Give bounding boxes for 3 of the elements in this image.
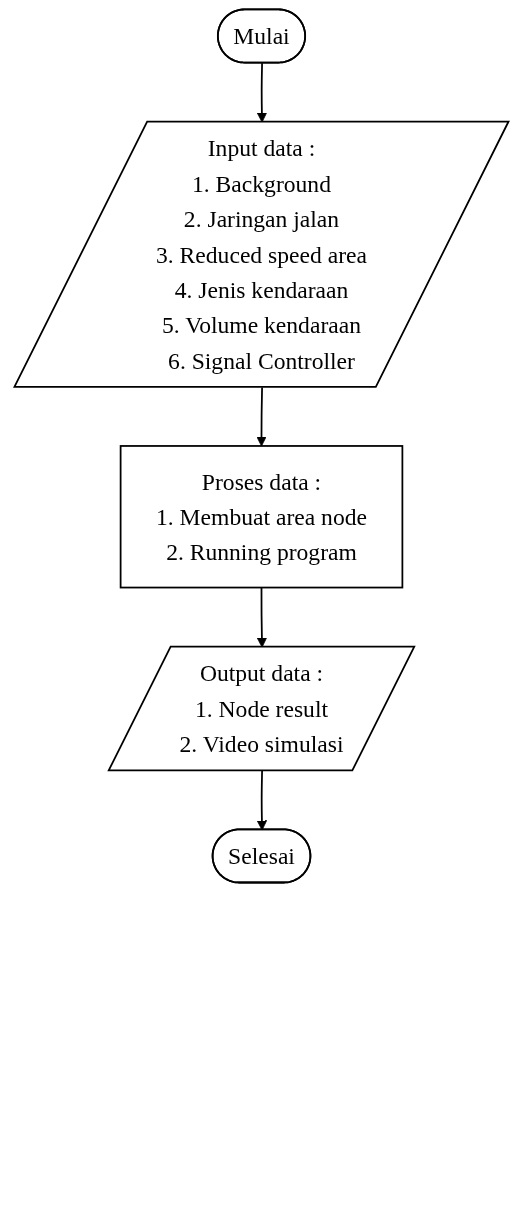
- arrow: [256, 770, 268, 831]
- arrow: [256, 386, 267, 447]
- node-box: Proses data : 1. Membuat area node 2. Running program: [119, 445, 404, 589]
